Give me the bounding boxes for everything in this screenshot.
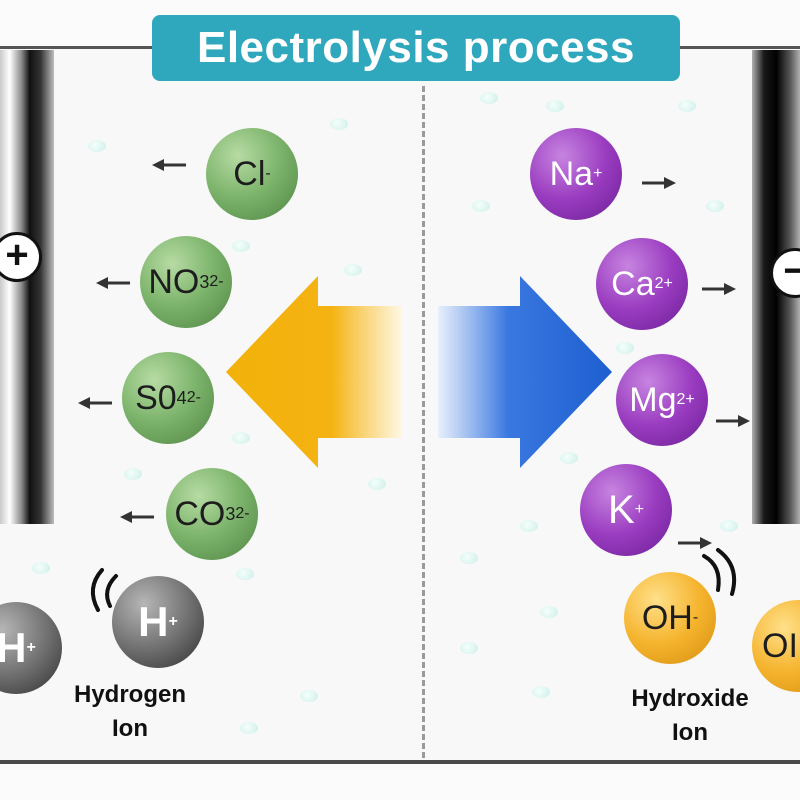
potassium-ion: K+	[580, 464, 672, 556]
ion-charge: +	[593, 165, 603, 182]
hydrogen-ion-label: Hydrogen Ion	[50, 678, 210, 746]
anode-electrode	[0, 50, 54, 524]
ion-charge: +	[26, 639, 36, 656]
ion-symbol: H	[0, 624, 27, 671]
left-arrow-icon	[96, 277, 130, 289]
bubble	[236, 568, 254, 580]
ion-charge: 2+	[654, 275, 673, 292]
vibration-waves-icon	[90, 568, 118, 612]
hydrogen-ion: H+	[112, 576, 204, 668]
vibration-waves-icon	[702, 548, 737, 596]
left-arrow-icon	[78, 397, 112, 409]
ion-subscript: 3	[225, 504, 236, 524]
ion-symbol: S0	[135, 379, 177, 417]
hydroxide-ion: OH-	[624, 572, 716, 664]
ion-charge: 2-	[186, 389, 201, 406]
ion-charge: 2-	[235, 505, 250, 522]
hydroxide-ion-label: Hydroxide Ion	[600, 682, 780, 750]
bubble	[344, 264, 362, 276]
bubble	[546, 100, 564, 112]
bubble	[706, 200, 724, 212]
ion-charge: 2-	[209, 273, 224, 290]
ion-symbol: K	[607, 488, 635, 532]
bubble	[472, 200, 490, 212]
cation-migration-arrow	[438, 276, 612, 468]
ion-symbol: Mg	[629, 381, 677, 419]
ion-symbol: Cl	[233, 155, 266, 193]
tank-rim-left	[0, 46, 160, 49]
bubble	[368, 478, 386, 490]
positive-sign-icon: +	[0, 232, 42, 282]
right-arrow-icon	[642, 177, 676, 189]
ion-subscript: 3	[199, 272, 210, 292]
right-arrow-icon	[702, 283, 736, 295]
ion-symbol: Ca	[611, 265, 655, 303]
label-line: Ion	[112, 715, 148, 742]
chloride-ion: Cl-	[206, 128, 298, 220]
ion-symbol: OI	[762, 627, 798, 665]
ion-subscript: 4	[176, 388, 187, 408]
ion-charge: +	[634, 501, 645, 518]
ion-symbol: NO	[148, 263, 200, 301]
bubble	[232, 432, 250, 444]
ion-charge: +	[168, 613, 178, 630]
bubble	[720, 520, 738, 532]
diagram-title: Electrolysis process	[152, 15, 680, 81]
bubble	[460, 552, 478, 564]
bubble	[678, 100, 696, 112]
bubble	[460, 642, 478, 654]
ion-symbol: Na	[549, 155, 594, 193]
bubble	[88, 140, 106, 152]
tank-rim-right	[680, 46, 800, 49]
right-arrow-icon	[678, 537, 712, 549]
bubble	[32, 562, 50, 574]
bubble	[330, 118, 348, 130]
bubble	[540, 606, 558, 618]
bubble	[560, 452, 578, 464]
bubble	[124, 468, 142, 480]
label-line: Hydroxide	[631, 685, 749, 712]
ion-symbol: H	[138, 598, 169, 645]
bubble	[300, 690, 318, 702]
left-arrow-icon	[120, 511, 154, 523]
anion-migration-arrow	[226, 276, 402, 468]
label-line: Ion	[672, 719, 708, 746]
bubble	[240, 722, 258, 734]
ion-charge: -	[265, 165, 271, 182]
bubble	[616, 342, 634, 354]
right-arrow-icon	[716, 415, 750, 427]
bubble	[480, 92, 498, 104]
ion-charge: -	[692, 609, 699, 626]
sodium-ion: Na+	[530, 128, 622, 220]
ion-symbol: CO	[174, 495, 226, 533]
bubble	[532, 686, 550, 698]
left-arrow-icon	[152, 159, 186, 171]
label-line: Hydrogen	[73, 681, 186, 708]
bubble	[232, 240, 250, 252]
ion-charge: 2+	[676, 391, 695, 408]
bubble	[520, 520, 538, 532]
membrane-divider	[422, 86, 425, 758]
ion-symbol: OH	[641, 599, 693, 637]
